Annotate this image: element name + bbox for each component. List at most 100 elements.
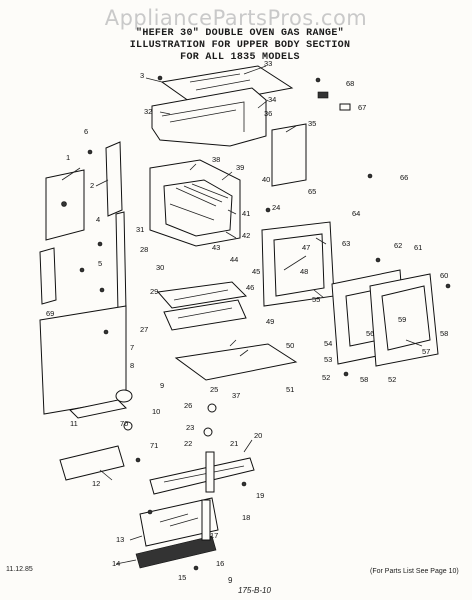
part-label-46: 46 — [246, 283, 254, 292]
part-label-5: 5 — [98, 259, 102, 268]
part-label-15: 15 — [178, 573, 186, 582]
part-label-34: 34 — [268, 95, 276, 104]
part-label-44: 44 — [230, 255, 238, 264]
part-label-26: 26 — [184, 401, 192, 410]
part-label-37: 37 — [232, 391, 240, 400]
part-label-41: 41 — [242, 209, 250, 218]
part-label-58b: 58 — [440, 329, 448, 338]
part-label-68: 68 — [346, 79, 354, 88]
part-label-48: 48 — [300, 267, 308, 276]
part-label-10: 10 — [152, 407, 160, 416]
part-label-2: 2 — [90, 181, 94, 190]
screw-fasteners — [79, 75, 451, 571]
part-label-11: 11 — [70, 419, 78, 428]
part-label-28: 28 — [140, 245, 148, 254]
part-label-20: 20 — [254, 431, 262, 440]
part-label-64: 64 — [352, 209, 360, 218]
part-label-36: 36 — [264, 109, 272, 118]
manifold-bracket-part — [59, 445, 125, 481]
part-label-66: 66 — [400, 173, 408, 182]
side-rail-part — [105, 141, 127, 313]
part-label-31: 31 — [136, 225, 144, 234]
broiler-assembly-part — [157, 281, 248, 331]
part-label-42: 42 — [242, 231, 250, 240]
part-label-59: 59 — [398, 315, 406, 324]
part-label-65: 65 — [308, 187, 316, 196]
large-side-panel-part — [39, 305, 127, 415]
part-number-labels: 1 2 3 4 5 6 7 8 9 10 11 12 13 14 15 16 1… — [46, 59, 448, 582]
part-label-56: 56 — [366, 329, 374, 338]
part-label-1: 1 — [66, 153, 70, 162]
part-label-40: 40 — [262, 175, 270, 184]
part-label-60: 60 — [440, 271, 448, 280]
part-label-38: 38 — [212, 155, 220, 164]
part-label-12: 12 — [92, 479, 100, 488]
part-label-8: 8 — [130, 361, 134, 370]
part-label-39: 39 — [236, 163, 244, 172]
top-panel-part — [160, 65, 294, 107]
part-label-19: 19 — [256, 491, 264, 500]
part-label-17: 17 — [210, 531, 218, 540]
part-label-52b: 52 — [388, 375, 396, 384]
part-label-23: 23 — [186, 423, 194, 432]
part-label-43: 43 — [212, 243, 220, 252]
part-label-53: 53 — [324, 355, 332, 364]
part-label-49: 49 — [266, 317, 274, 326]
window-glass-part — [139, 497, 219, 547]
part-label-35: 35 — [308, 119, 316, 128]
part-label-24: 24 — [272, 203, 280, 212]
part-label-33: 33 — [264, 59, 272, 68]
burner-tube-part — [68, 389, 133, 419]
part-label-13: 13 — [116, 535, 124, 544]
part-label-70: 70 — [120, 419, 128, 428]
part-label-67: 67 — [358, 103, 366, 112]
part-label-27: 27 — [140, 325, 148, 334]
leader-lines — [61, 65, 423, 565]
oven-liner-part — [149, 159, 241, 247]
part-label-58: 58 — [360, 375, 368, 384]
part-label-14: 14 — [112, 559, 120, 568]
part-label-61: 61 — [414, 243, 422, 252]
part-label-7: 7 — [130, 343, 134, 352]
diagram-title-line-1: "HEFER 30" DOUBLE OVEN GAS RANGE" — [136, 28, 344, 39]
diagram-date: 11.12.85 — [6, 566, 33, 573]
part-label-25: 25 — [210, 385, 218, 394]
upper-body-frame-part — [151, 87, 267, 147]
part-label-51: 51 — [286, 385, 294, 394]
part-label-71: 71 — [150, 441, 158, 450]
left-side-panel-part — [45, 169, 85, 241]
handwritten-reference: 175-B-10 — [238, 586, 271, 595]
diagram-title-line-3: FOR ALL 1835 MODELS — [180, 52, 300, 63]
page-number: 9 — [228, 576, 233, 585]
part-label-54: 54 — [324, 339, 332, 348]
part-label-4: 4 — [96, 215, 100, 224]
part-label-9: 9 — [160, 381, 164, 390]
watermark: AppliancePartsPros.com — [104, 6, 368, 30]
part-label-30: 30 — [156, 263, 164, 272]
part-label-22: 22 — [184, 439, 192, 448]
oven-bottom-panel-part — [174, 343, 298, 381]
part-label-57: 57 — [422, 347, 430, 356]
part-label-21: 21 — [230, 439, 238, 448]
part-label-18: 18 — [242, 513, 250, 522]
door-frame-part — [261, 221, 335, 307]
part-label-16: 16 — [216, 559, 224, 568]
oven-door-glass-part — [271, 123, 307, 187]
part-label-52: 52 — [322, 373, 330, 382]
lower-door-assembly-part — [331, 269, 439, 367]
part-label-55: 55 — [312, 295, 320, 304]
part-label-50: 50 — [286, 341, 294, 350]
diagram-title-line-2: ILLUSTRATION FOR UPPER BODY SECTION — [129, 40, 351, 51]
part-label-62: 62 — [394, 241, 402, 250]
part-label-69: 69 — [46, 309, 54, 318]
lower-bracket-part — [39, 247, 57, 305]
parts-list-note: (For Parts List See Page 10) — [370, 568, 459, 575]
part-label-45: 45 — [252, 267, 260, 276]
part-label-6: 6 — [84, 127, 88, 136]
part-label-47: 47 — [302, 243, 310, 252]
part-label-32: 32 — [144, 107, 152, 116]
kick-panel-part — [135, 535, 217, 569]
part-label-29: 29 — [150, 287, 158, 296]
part-label-3: 3 — [140, 71, 144, 80]
